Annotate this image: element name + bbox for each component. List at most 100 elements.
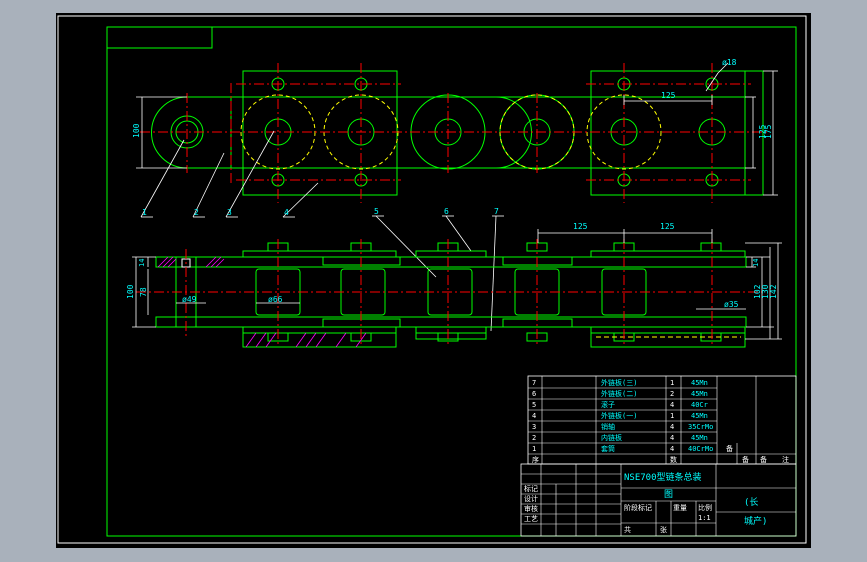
company-name: (长 (744, 496, 758, 508)
drawing-title: NSE700型链条总装 (624, 471, 702, 483)
dim-h142: 142 (769, 284, 778, 299)
svg-text:7: 7 (532, 379, 536, 387)
label-scale: 1:1 (698, 514, 711, 522)
bom-table: 7 外链板(三) 1 45Mn 6 外链板(二) 2 45Mn 5 滚子 4 4… (527, 375, 797, 465)
bom-row-6: 6 外链板(二) 2 45Mn (532, 389, 708, 398)
outer-plate-1 (242, 70, 398, 196)
svg-text:4: 4 (670, 423, 674, 431)
svg-text:45Mn: 45Mn (691, 379, 708, 387)
dim-p125-top: 125 (661, 91, 676, 100)
label-mark: 标记 (524, 484, 538, 493)
svg-text:滚子: 滚子 (601, 400, 615, 409)
svg-text:销轴: 销轴 (601, 422, 615, 431)
balloon-7: 7 (494, 207, 499, 216)
svg-text:外链板(二): 外链板(二) (601, 389, 637, 398)
label-sheet: 共 (624, 525, 631, 534)
upper-band (155, 256, 747, 268)
svg-text:4: 4 (670, 445, 674, 453)
svg-text:4: 4 (532, 412, 536, 420)
outer-plate-2 (590, 70, 746, 196)
bom-row-7: 7 外链板(三) 1 45Mn (532, 378, 708, 387)
label-stage: 阶段标记 (624, 503, 652, 512)
outer-plates-lower (242, 318, 746, 348)
title-block: NSE700型链条总装 图 (长 城产) 标记 设计 审核 工艺 阶段标记 重量… (520, 463, 797, 537)
bom-row-2: 2 内链板 4 45Mn (532, 433, 708, 442)
label-weight: 重量 (673, 504, 687, 512)
dim-h100-top: 100 (132, 123, 141, 138)
front-view: 125 125 14 100 78 ø49 ø66 ø35 14 102 130… (126, 222, 782, 348)
bom-row-4: 4 外链板(一) 1 45Mn (532, 411, 708, 420)
bom-header-note-d: 注 (782, 455, 789, 464)
dim-h100-front: 100 (126, 284, 135, 299)
hatching (157, 256, 367, 348)
dim-h175-top: 175 (764, 124, 773, 139)
svg-text:2: 2 (532, 434, 536, 442)
bom-header-qty: 数 (670, 455, 677, 464)
bom-header-note-c: 备 (760, 455, 767, 464)
lower-band (155, 316, 747, 328)
balloon-6: 6 (444, 207, 449, 216)
front-dimensions (132, 229, 782, 340)
svg-text:45Mn: 45Mn (691, 434, 708, 442)
svg-text:40CrMo: 40CrMo (688, 445, 713, 453)
svg-text:35CrMo: 35CrMo (688, 423, 713, 431)
svg-text:外链板(一): 外链板(一) (601, 411, 637, 420)
svg-text:外链板(三): 外链板(三) (601, 378, 637, 387)
outer-frame (57, 15, 807, 544)
dim-h78-front: 78 (139, 287, 148, 297)
bom-header-note-b: 备 (742, 455, 749, 464)
label-design: 设计 (524, 494, 538, 503)
dim-p125-front-a: 125 (573, 222, 588, 231)
code-box (106, 26, 213, 49)
svg-text:4: 4 (670, 401, 674, 409)
svg-text:内链板: 内链板 (601, 433, 622, 442)
dim-p125-front-b: 125 (660, 222, 675, 231)
label-check: 审核 (524, 504, 538, 513)
label-process: 工艺 (524, 515, 538, 523)
bom-header-no: 序 (532, 455, 539, 464)
drawing-canvas: ø18 125 100 125 175 1 2 3 4 5 6 7 (57, 15, 807, 544)
dim-d49: ø49 (182, 295, 197, 304)
svg-text:6: 6 (532, 390, 536, 398)
right-extension (744, 70, 764, 196)
dim-d18: ø18 (722, 58, 737, 67)
label-ratio: 比例 (698, 503, 712, 512)
company-name-sub: 城产) (744, 515, 767, 527)
balloon-2: 2 (194, 208, 199, 217)
top-view: ø18 125 100 125 175 1 2 3 4 5 6 7 (132, 58, 778, 332)
dim-d66: ø66 (268, 295, 283, 304)
dim-h125-top: 125 (758, 124, 767, 139)
svg-text:40Cr: 40Cr (691, 401, 708, 409)
svg-text:套筒: 套筒 (601, 444, 615, 453)
svg-text:1: 1 (532, 445, 536, 453)
bom-row-1: 1 套筒 4 40CrMo (532, 444, 713, 453)
top-centerlines (140, 63, 770, 203)
balloon-5: 5 (374, 207, 379, 216)
dim-h130: 130 (761, 284, 770, 299)
inner-border (106, 26, 797, 537)
svg-text:4: 4 (670, 434, 674, 442)
cad-viewport[interactable]: ø18 125 100 125 175 1 2 3 4 5 6 7 (56, 13, 811, 548)
drawing-title-sub: 图 (664, 489, 673, 500)
bom-row-3: 3 销轴 4 35CrMo (532, 422, 713, 431)
balloon-1: 1 (142, 208, 147, 217)
top-dimensions (136, 62, 778, 196)
bom-header-note-a: 备 (726, 444, 733, 453)
svg-text:1: 1 (670, 412, 674, 420)
svg-text:3: 3 (532, 423, 536, 431)
svg-text:45Mn: 45Mn (691, 412, 708, 420)
dim-h14-left: 14 (138, 259, 146, 267)
dim-d35: ø35 (724, 300, 739, 309)
svg-text:45Mn: 45Mn (691, 390, 708, 398)
label-sheet-of: 张 (660, 525, 667, 534)
balloon-4: 4 (284, 208, 289, 217)
front-centerlines (136, 239, 766, 347)
hidden-circle-4 (586, 94, 662, 170)
balloon-3: 3 (227, 208, 232, 217)
bom-row-5: 5 滚子 4 40Cr (532, 400, 708, 409)
dim-h102: 102 (753, 284, 762, 299)
svg-text:2: 2 (670, 390, 674, 398)
svg-text:1: 1 (670, 379, 674, 387)
svg-text:5: 5 (532, 401, 536, 409)
dim-h14-right: 14 (752, 259, 760, 267)
